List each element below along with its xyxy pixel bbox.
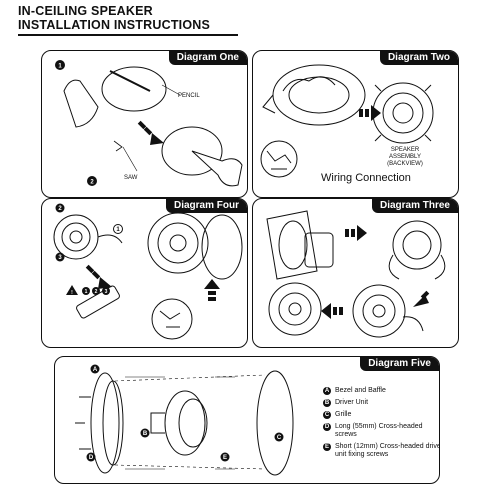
legend-text-a: Bezel and Baffle xyxy=(335,387,386,394)
callout-d-badge xyxy=(86,452,96,462)
callout-b-badge xyxy=(140,428,150,438)
arrow-right-icon xyxy=(359,105,381,121)
legend-text-b: Driver Unit xyxy=(335,399,369,406)
arrow-up-icon xyxy=(204,279,220,301)
speaker-tilted-outline xyxy=(272,64,366,126)
legend-item-a: A Bezel and Baffle xyxy=(323,387,439,395)
legend-key-a: A xyxy=(323,387,331,395)
callout-d: D xyxy=(89,455,94,461)
header-title: IN-CEILING SPEAKER INSTALLATION INSTRUCT… xyxy=(18,4,210,32)
legend-text-c: Grille xyxy=(335,411,352,418)
diagram-four-title: Diagram Four xyxy=(165,199,247,213)
step-1-badge xyxy=(55,60,65,70)
warning-mark: ! xyxy=(71,290,73,296)
step-2-badge xyxy=(87,176,97,186)
arrow-down-left-icon xyxy=(413,290,430,307)
parts-legend: A Bezel and Baffle B Driver Unit C Grill… xyxy=(323,387,440,463)
callout-b: B xyxy=(143,431,148,437)
step-1-badge xyxy=(113,224,123,234)
callout-e-badge xyxy=(220,452,230,462)
diagram-two-panel: Diagram Two SPEAKER ASSEMBLY (BACKVIEW) … xyxy=(252,50,459,198)
step-3-badge xyxy=(55,252,65,262)
screw-detail-circle xyxy=(151,298,193,340)
step-1-number: 1 xyxy=(116,227,120,233)
step-2-badge xyxy=(55,203,65,213)
diagram-two-title: Diagram Two xyxy=(379,51,458,65)
callout-e: E xyxy=(223,455,227,461)
grille-outline xyxy=(201,214,243,280)
speaker-mounted-left xyxy=(268,282,322,336)
arrow-down-right-icon xyxy=(137,120,164,145)
legend-item-b: B Driver Unit xyxy=(323,399,439,407)
step-2-number: 2 xyxy=(58,206,62,212)
sequence-2: 2 xyxy=(95,289,98,295)
drill-icon xyxy=(76,285,120,319)
legend-text-e: Short (12mm) Cross-headed drive unit fix… xyxy=(335,443,440,458)
speaker-assembly-line-2: (BACKVIEW) xyxy=(387,161,423,167)
legend-item-c: C Grille xyxy=(323,411,439,419)
legend-text-d: Long (55mm) Cross-headed screws xyxy=(335,423,423,438)
callout-c-badge xyxy=(274,432,284,442)
arrow-left-icon xyxy=(321,303,343,319)
diagram-four-panel: Diagram Four xyxy=(41,198,248,348)
speaker-front-small xyxy=(53,214,99,260)
callout-a-badge xyxy=(90,364,100,374)
pencil-icon xyxy=(109,70,151,92)
driver-unit xyxy=(164,390,206,456)
ceiling-cutaway xyxy=(266,210,318,280)
diagram-three-title: Diagram Three xyxy=(371,199,458,213)
legend-key-e: E xyxy=(323,443,331,451)
cut-hole-outline xyxy=(161,126,223,176)
grille xyxy=(256,370,294,476)
speaker-assembly-line-1: SPEAKER ASSEMBLY xyxy=(389,147,421,160)
pencil-label: PENCIL xyxy=(178,93,200,99)
saw-label: SAW xyxy=(124,175,138,181)
legend-key-c: C xyxy=(323,411,331,419)
step-3-number: 3 xyxy=(58,255,62,261)
diagram-one-panel: Diagram One 1 2 PENCIL SAW xyxy=(41,50,248,198)
speaker-mounted-right xyxy=(352,284,406,338)
header-line-2: INSTALLATION INSTRUCTIONS xyxy=(18,18,211,32)
wiring-connection-label: Wiring Connection xyxy=(321,172,411,184)
callout-c: C xyxy=(277,435,282,441)
hand-with-saw xyxy=(191,150,243,187)
diagram-three-panel: Diagram Three xyxy=(252,198,459,348)
arrow-down-right-icon xyxy=(85,264,112,289)
diagram-three-illustration xyxy=(266,210,446,338)
legend-item-e: E Short (12mm) Cross-headed drive unit f… xyxy=(323,443,440,459)
header-line-1: IN-CEILING SPEAKER xyxy=(18,4,153,18)
header-rule xyxy=(18,34,238,36)
hand-holding-template xyxy=(63,79,99,128)
speaker-assembly-label: SPEAKER ASSEMBLY (BACKVIEW) xyxy=(377,147,433,168)
arrow-right-icon xyxy=(345,225,367,241)
diagram-one-title: Diagram One xyxy=(168,51,247,65)
diagram-five-panel: Diagram Five A B C D E xyxy=(54,356,440,484)
cable-detail xyxy=(304,232,334,268)
step-2-number: 2 xyxy=(90,180,94,186)
exploded-view-illustration: A B C D E xyxy=(75,364,294,476)
callout-a: A xyxy=(93,367,98,373)
legend-item-d: D Long (55mm) Cross-headed screws xyxy=(323,423,439,439)
speaker-front-large xyxy=(147,212,209,274)
legend-key-b: B xyxy=(323,399,331,407)
speaker-backview xyxy=(372,82,434,144)
speaker-insert xyxy=(392,220,442,270)
diagram-five-title: Diagram Five xyxy=(360,357,439,371)
sequence-1: 1 xyxy=(85,289,88,295)
bezel-baffle xyxy=(90,372,120,474)
warning-icon xyxy=(66,285,78,295)
sequence-3: 3 xyxy=(105,289,108,295)
diagram-two-illustration xyxy=(260,64,434,178)
diagram-one-illustration: 1 2 xyxy=(55,60,243,187)
wiring-detail-circle xyxy=(260,140,298,178)
diagram-four-illustration: 2 3 1 ! 1 2 3 xyxy=(53,203,243,340)
ceiling-circle-outline xyxy=(101,66,167,112)
step-1-number: 1 xyxy=(58,64,62,70)
legend-key-d: D xyxy=(323,423,331,431)
